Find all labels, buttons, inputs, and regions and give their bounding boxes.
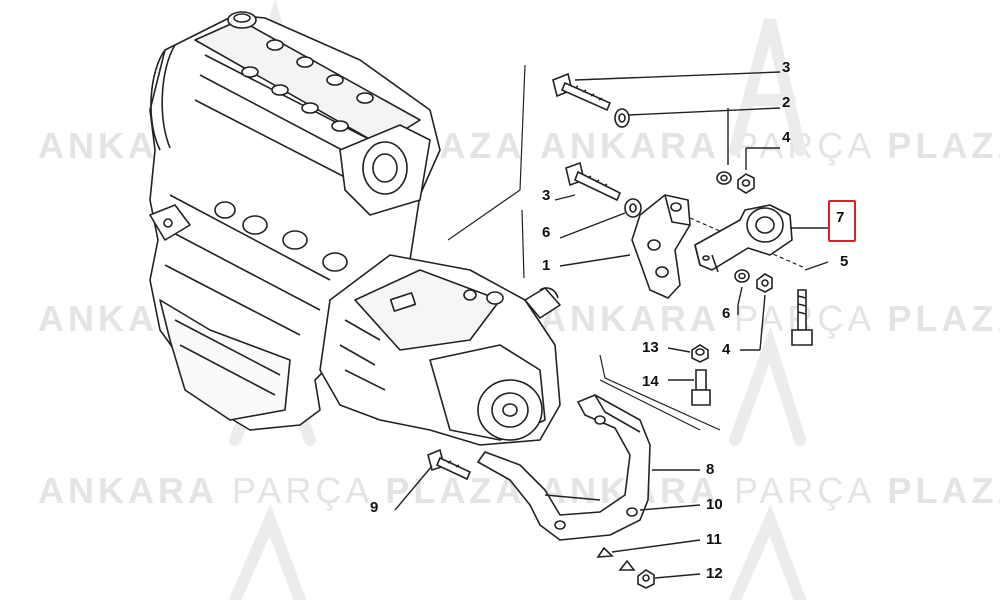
callout-6-right[interactable]: 6	[722, 305, 731, 322]
highlight-box-part-7	[828, 200, 856, 242]
callout-7[interactable]: 7	[836, 209, 845, 226]
callout-3-middle[interactable]: 3	[542, 187, 551, 204]
callout-9[interactable]: 9	[370, 499, 379, 516]
bolt-part-5	[791, 289, 813, 346]
engine-block	[149, 11, 441, 431]
bracket-part-1	[631, 194, 691, 299]
crossmember-part-8	[477, 394, 651, 541]
callout-2[interactable]: 2	[782, 94, 791, 111]
callout-12[interactable]: 12	[706, 565, 723, 582]
callout-13[interactable]: 13	[642, 339, 659, 356]
transmission	[319, 254, 561, 446]
engine-mount-part-7	[694, 204, 793, 273]
callout-8[interactable]: 8	[706, 461, 715, 478]
nut-part-13	[691, 344, 709, 363]
washer-nut-right-top	[716, 171, 755, 194]
callout-10[interactable]: 10	[706, 496, 723, 513]
callout-3-top[interactable]: 3	[782, 59, 791, 76]
washer-part-6-left	[624, 198, 642, 218]
callout-5[interactable]: 5	[840, 253, 849, 270]
callout-4-bottom[interactable]: 4	[722, 341, 731, 358]
guide-lines	[447, 64, 806, 431]
bolt-part-3-top	[552, 72, 612, 112]
leader-lines	[394, 71, 830, 579]
callout-14[interactable]: 14	[642, 373, 659, 390]
washer-part-11	[596, 546, 636, 571]
callout-1[interactable]: 1	[542, 257, 551, 274]
callout-6-left[interactable]: 6	[542, 224, 551, 241]
bolt-part-14	[691, 369, 711, 406]
bolt-part-3-middle	[565, 161, 622, 202]
bolt-part-9	[427, 448, 472, 481]
washer-nut-right-lower	[734, 269, 773, 293]
washer-part-2	[614, 108, 630, 128]
nut-part-12	[637, 569, 655, 589]
callout-4-top[interactable]: 4	[782, 129, 791, 146]
callout-11[interactable]: 11	[706, 531, 722, 548]
